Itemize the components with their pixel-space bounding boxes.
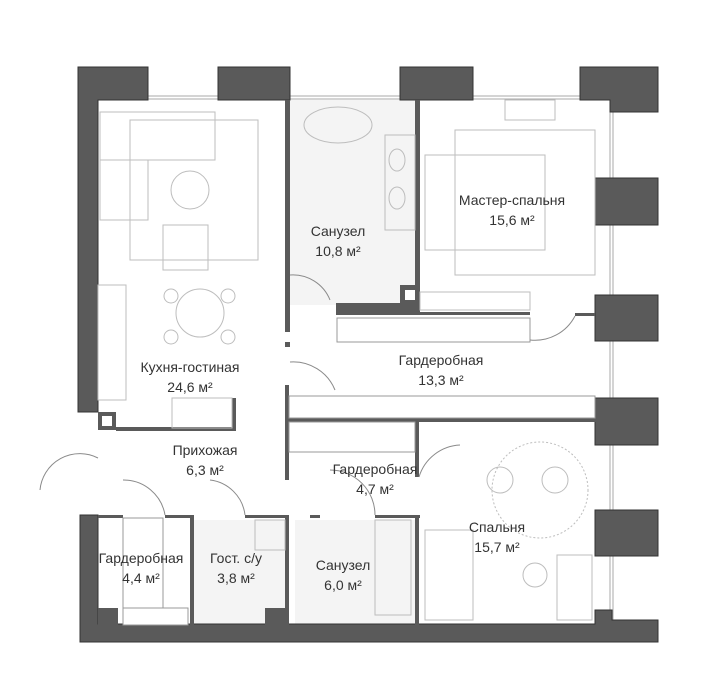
wardrobe-shelves [122,317,596,626]
room-kitchen-living: Кухня-гостиная 24,6 м² [140,359,239,395]
svg-text:Прихожая: Прихожая [173,442,238,458]
bathtub [303,106,373,144]
svg-text:4,7 м²: 4,7 м² [356,481,394,497]
svg-text:15,6 м²: 15,6 м² [489,212,535,228]
svg-text:13,3 м²: 13,3 м² [418,372,464,388]
svg-text:6,3 м²: 6,3 м² [186,462,224,478]
svg-text:Спальня: Спальня [469,519,525,535]
bed [424,529,474,621]
doors [39,274,576,516]
tiled-areas [193,100,418,625]
room-wardrobe-small: Гардеробная 4,4 м² [99,550,184,586]
room-bathroom-main: Санузел 10,8 м² [311,223,366,259]
interior-walls [98,100,610,626]
room-labels: Кухня-гостиная 24,6 м² Санузел 10,8 м² Мас… [99,192,565,593]
room-hallway: Прихожая 6,3 м² [173,442,238,478]
svg-text:Гардеробная: Гардеробная [399,352,484,368]
svg-text:Кухня-гостиная: Кухня-гостиная [140,359,239,375]
svg-text:Гост. с/у: Гост. с/у [210,550,262,566]
svg-text:6,0 м²: 6,0 м² [324,577,362,593]
svg-text:24,6 м²: 24,6 м² [167,379,213,395]
svg-text:Санузел: Санузел [311,223,366,239]
room-guest-wc: Гост. с/у 3,8 м² [210,550,262,586]
svg-text:Мастер-спальня: Мастер-спальня [459,192,565,208]
svg-text:Гардеробная: Гардеробная [99,550,184,566]
room-bedroom: Спальня 15,7 м² [469,519,525,555]
room-master-bedroom: Мастер-спальня 15,6 м² [459,192,565,228]
svg-text:Санузел: Санузел [316,557,371,573]
room-bathroom-second: Санузел 6,0 м² [316,557,371,593]
svg-text:15,7 м²: 15,7 м² [474,539,520,555]
svg-text:4,4 м²: 4,4 м² [122,570,160,586]
room-wardrobe-large: Гардеробная 13,3 м² [399,352,484,388]
room-wardrobe-medium: Гардеробная 4,7 м² [333,461,418,497]
svg-text:Гардеробная: Гардеробная [333,461,418,477]
dining-table [175,288,225,338]
furniture [97,99,596,621]
master-bed [424,154,546,251]
svg-text:10,8 м²: 10,8 м² [315,243,361,259]
svg-text:3,8 м²: 3,8 м² [217,570,255,586]
bath [374,519,412,616]
